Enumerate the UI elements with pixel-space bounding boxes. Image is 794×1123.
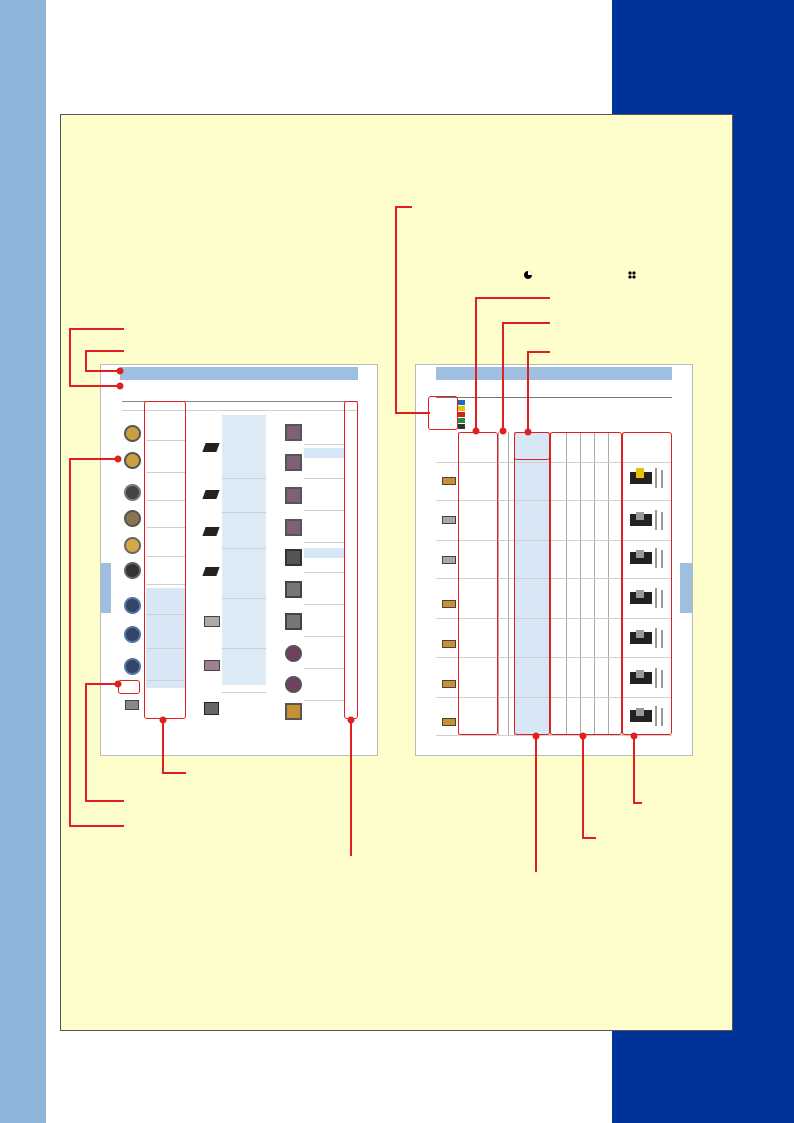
right-grid-hline	[436, 657, 672, 658]
row-separator	[304, 478, 344, 479]
row-separator	[146, 472, 186, 473]
row-separator	[146, 614, 186, 615]
row-separator	[146, 648, 186, 649]
grey-square-insert-image	[125, 700, 139, 710]
right-grid-vline	[566, 432, 567, 735]
grey-square-insert-image	[285, 581, 302, 598]
holder-drawing-image	[630, 628, 663, 648]
left-color-band	[0, 0, 46, 1123]
left-header-line-2	[122, 410, 358, 411]
right-page-title-bar	[436, 367, 672, 380]
right-grid-hline	[436, 697, 672, 698]
right-header-line	[436, 397, 672, 398]
gold-insert-image	[442, 718, 456, 726]
row-separator	[304, 572, 344, 573]
row-separator	[222, 478, 266, 479]
right-grid-vline	[580, 432, 581, 735]
legend-swatch-dark	[458, 424, 465, 429]
grey-square-insert-image	[285, 613, 302, 630]
row-separator	[146, 527, 186, 528]
legend-swatch-blue	[458, 400, 465, 405]
grey-insert-image	[442, 516, 456, 524]
row-separator	[222, 648, 266, 649]
right-grid-hline	[436, 500, 672, 501]
four-dot-cross-icon	[628, 271, 636, 279]
purple-square-insert-image	[285, 549, 302, 566]
right-grade-header-highlight	[514, 432, 550, 460]
gold-insert-image	[442, 680, 456, 688]
row-separator	[304, 668, 344, 669]
dark-round-insert-image	[124, 510, 141, 527]
purple-round-insert-image	[285, 676, 302, 693]
left-page-title-bar	[120, 367, 358, 380]
gold-insert-image	[442, 477, 456, 485]
purple-square-insert-image	[285, 487, 302, 504]
right-data-band-2	[304, 548, 344, 558]
blue-round-insert-image	[124, 658, 141, 675]
right-grid-vline	[498, 432, 499, 735]
gold-round-insert-image	[124, 537, 141, 554]
blue-round-insert-image	[124, 597, 141, 614]
legend-swatch-green	[458, 418, 465, 423]
grey-insert-image	[442, 556, 456, 564]
gold-square-insert-image	[285, 703, 302, 720]
right-grade-column-band	[514, 432, 550, 735]
row-separator	[146, 440, 186, 441]
right-data-band	[304, 448, 344, 458]
right-grid-hline	[436, 618, 672, 619]
gold-insert-image	[442, 640, 456, 648]
holder-drawing-image	[630, 548, 663, 568]
right-grid-hline	[436, 578, 672, 579]
left-header-line	[122, 401, 358, 402]
left-data-band	[146, 588, 186, 688]
gold-round-insert-image	[124, 452, 141, 469]
row-separator	[146, 500, 186, 501]
dark-round-insert-image	[124, 562, 141, 579]
grey-square-insert-image	[204, 702, 219, 715]
purple-round-insert-image	[285, 645, 302, 662]
holder-drawing-image	[630, 588, 663, 608]
left-page-side-tab	[101, 563, 111, 613]
purple-square-insert-image	[285, 519, 302, 536]
row-separator	[304, 636, 344, 637]
row-separator	[146, 680, 186, 681]
half-filled-circle-icon	[524, 271, 532, 279]
blue-round-insert-image	[124, 626, 141, 643]
grey-rhombic-insert-image	[204, 660, 220, 671]
right-page-side-tab	[680, 563, 692, 613]
right-grid-hline	[436, 462, 672, 463]
mid-data-band	[222, 415, 266, 685]
legend-swatch-yellow	[458, 406, 465, 411]
row-separator	[146, 584, 186, 585]
holder-drawing-image	[630, 668, 663, 688]
row-separator	[304, 604, 344, 605]
row-separator	[222, 692, 266, 693]
holder-drawing-image	[630, 510, 663, 530]
right-grid-vline	[608, 432, 609, 735]
gold-insert-image	[442, 600, 456, 608]
right-grid-vline	[508, 432, 509, 735]
legend-swatch-red	[458, 412, 465, 417]
row-separator	[222, 598, 266, 599]
holder-drawing-image	[630, 468, 663, 488]
dark-round-insert-image	[124, 484, 141, 501]
gold-round-insert-image	[124, 425, 141, 442]
right-grid-hline	[436, 735, 672, 736]
row-separator	[222, 548, 266, 549]
right-drawing-column-highlight	[622, 432, 672, 735]
row-separator	[222, 512, 266, 513]
purple-square-insert-image	[285, 454, 302, 471]
row-separator	[304, 510, 344, 511]
grey-rhombic-insert-image	[204, 616, 220, 627]
right-grid-vline	[594, 432, 595, 735]
row-separator	[304, 542, 344, 543]
right-grid-hline	[436, 540, 672, 541]
holder-drawing-image	[630, 706, 663, 726]
row-separator	[146, 556, 186, 557]
purple-square-insert-image	[285, 424, 302, 441]
row-separator	[304, 444, 344, 445]
row-separator	[304, 700, 344, 701]
